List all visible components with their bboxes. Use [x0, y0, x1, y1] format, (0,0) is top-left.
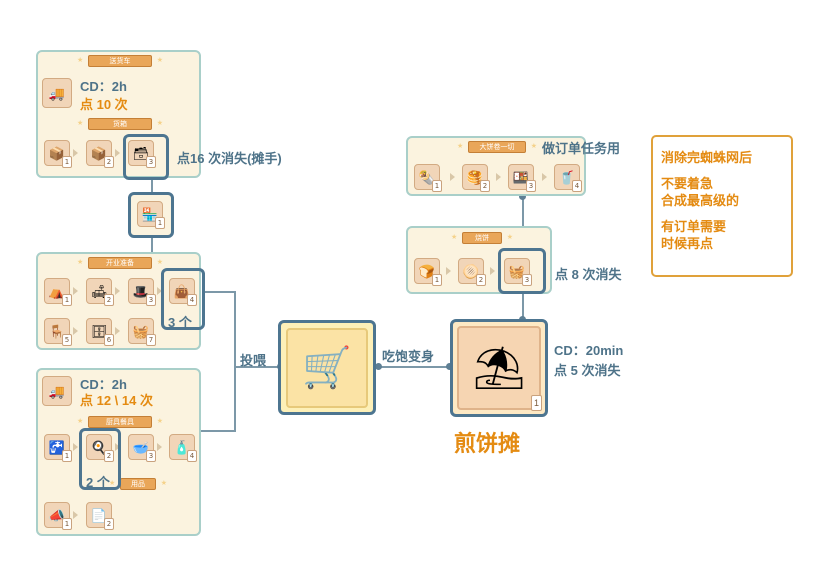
note-line: 时候再点	[661, 236, 714, 251]
truck-icon[interactable]: 🚚	[42, 78, 72, 108]
highlight-crates	[123, 134, 169, 180]
arrow-icon	[115, 443, 120, 451]
opening-count: 3 个	[168, 315, 192, 330]
umbrella-cart-icon: ⛱ 1	[457, 326, 542, 411]
crates-icon[interactable]: 🗃3	[128, 140, 156, 168]
connector-feed	[234, 366, 280, 368]
pancake-icon[interactable]: 🥞2	[462, 164, 490, 192]
cart-icon: 🛒	[286, 327, 368, 408]
delivery-sub-ribbon: 货箱	[77, 118, 163, 130]
tent-icon[interactable]: ⛺1	[44, 278, 72, 306]
note-line: 消除完蜘蛛网后	[661, 150, 753, 165]
connector-vertical-feed	[234, 291, 236, 431]
arrow-icon	[73, 149, 78, 157]
bag-icon[interactable]: 👜4	[169, 278, 197, 306]
paper-icon[interactable]: 📄2	[86, 502, 114, 530]
opening-panel: 开业准备 ⛺1 🛋2 🎩3 👜4 🪑5 🗄6 🧺7	[36, 252, 201, 350]
result-title: 煎饼摊	[454, 431, 521, 456]
highlight-bag	[161, 268, 205, 330]
arrow-icon	[157, 443, 162, 451]
arrow-icon	[157, 287, 162, 295]
kitchen-sub-ribbon: 用品	[109, 478, 167, 490]
kitchen-taps: 点 12 \ 14 次	[80, 393, 153, 408]
pan-icon[interactable]: 🍳2	[86, 434, 114, 462]
kitchen-cd: CD：2h	[80, 377, 127, 392]
highlight-pan	[79, 428, 121, 490]
arrow-icon	[73, 327, 78, 335]
opening-ribbon: 开业准备	[77, 257, 163, 269]
delivery-panel: 送货车 🚚 CD：2h 点 10 次 货箱 📦1 📦2 🗃3	[36, 50, 201, 178]
wrap-panel: 大饼卷一切 🌯1 🥞2 🍱3 🥤4	[406, 136, 586, 196]
arrow-icon	[490, 267, 495, 275]
feed-label: 投喂	[240, 353, 267, 368]
arrow-icon	[73, 511, 78, 519]
note-line: 有订单需要	[661, 219, 727, 234]
sink-icon[interactable]: 🚰1	[44, 434, 72, 462]
stall-item-panel: 🏪1	[128, 192, 174, 238]
cup-icon[interactable]: 🥤4	[554, 164, 582, 192]
van-icon[interactable]: 🚚	[42, 376, 72, 406]
pancake-stall-card[interactable]: ⛱ 1	[450, 319, 548, 417]
wrap-ribbon: 大饼卷一切	[457, 141, 537, 153]
bake-ribbon: 烧饼	[451, 232, 513, 244]
cushion-icon[interactable]: 🛋2	[86, 278, 114, 306]
flyer-icon[interactable]: 📣1	[44, 502, 72, 530]
stall-cart-card[interactable]: 🛒	[278, 320, 376, 415]
result-cd: CD：20min	[554, 343, 624, 358]
wrap-icon[interactable]: 🌯1	[414, 164, 442, 192]
delivery-cd: CD：2h	[80, 79, 127, 94]
kitchen-ribbon: 厨具餐具	[77, 416, 163, 428]
hat-icon[interactable]: 🎩3	[128, 278, 156, 306]
kitchen-count: 2 个	[86, 475, 110, 490]
delivery-taps: 点 10 次	[80, 97, 128, 112]
arrow-icon	[496, 173, 501, 181]
arrow-icon	[450, 173, 455, 181]
connector-transform	[378, 366, 450, 368]
arrow-icon	[542, 173, 547, 181]
basket-icon[interactable]: 🧺3	[504, 258, 532, 286]
connector-dot	[446, 363, 453, 370]
transform-label: 吃饱变身	[382, 349, 435, 364]
result-level: 1	[531, 395, 542, 411]
arrow-icon	[446, 267, 451, 275]
connector-bake-to-result	[522, 293, 524, 319]
bottle-icon[interactable]: 🧴4	[169, 434, 197, 462]
connector-stall-to-opening	[151, 238, 153, 252]
connector-wrap-to-bake	[522, 196, 524, 248]
arrow-icon	[73, 287, 78, 295]
result-taps: 点 5 次消失	[554, 363, 621, 378]
bake-panel: 烧饼 🍞1 🫓2 🧺3	[406, 226, 552, 294]
boxes-icon[interactable]: 📦2	[86, 140, 114, 168]
cabinet-icon[interactable]: 🗄6	[86, 318, 114, 346]
tray-icon[interactable]: 🍱3	[508, 164, 536, 192]
arrow-icon	[115, 327, 120, 335]
note-box: 消除完蜘蛛网后 不要着急 合成最高级的 有订单需要 时候再点	[651, 135, 793, 277]
arrow-icon	[115, 149, 120, 157]
connector-delivery-to-stall	[151, 178, 153, 192]
bake-annotation: 点 8 次消失	[555, 267, 622, 282]
delivery-ribbon: 送货车	[77, 55, 163, 67]
stall-icon[interactable]: 🏪1	[137, 201, 165, 229]
connector-dot	[519, 193, 526, 200]
box-icon[interactable]: 📦1	[44, 140, 72, 168]
bread-icon[interactable]: 🍞1	[414, 258, 442, 286]
bowls-icon[interactable]: 🥣3	[128, 434, 156, 462]
arrow-icon	[115, 287, 120, 295]
kitchen-panel: 🚚 CD：2h 点 12 \ 14 次 厨具餐具 🚰1 🍳2 🥣3 🧴4 用品 …	[36, 368, 201, 536]
highlight-basket	[498, 248, 546, 294]
delivery-annotation: 点16 次消失(摊手)	[177, 151, 282, 166]
table-icon[interactable]: 🪑5	[44, 318, 72, 346]
connector-opening-right	[205, 291, 235, 293]
shelf-icon[interactable]: 🧺7	[128, 318, 156, 346]
note-line: 不要着急	[661, 176, 714, 191]
arrow-icon	[73, 443, 78, 451]
flatbread-icon[interactable]: 🫓2	[458, 258, 486, 286]
connector-dot	[375, 363, 382, 370]
note-line: 合成最高级的	[661, 193, 740, 208]
wrap-annotation: 做订单任务用	[542, 141, 621, 156]
